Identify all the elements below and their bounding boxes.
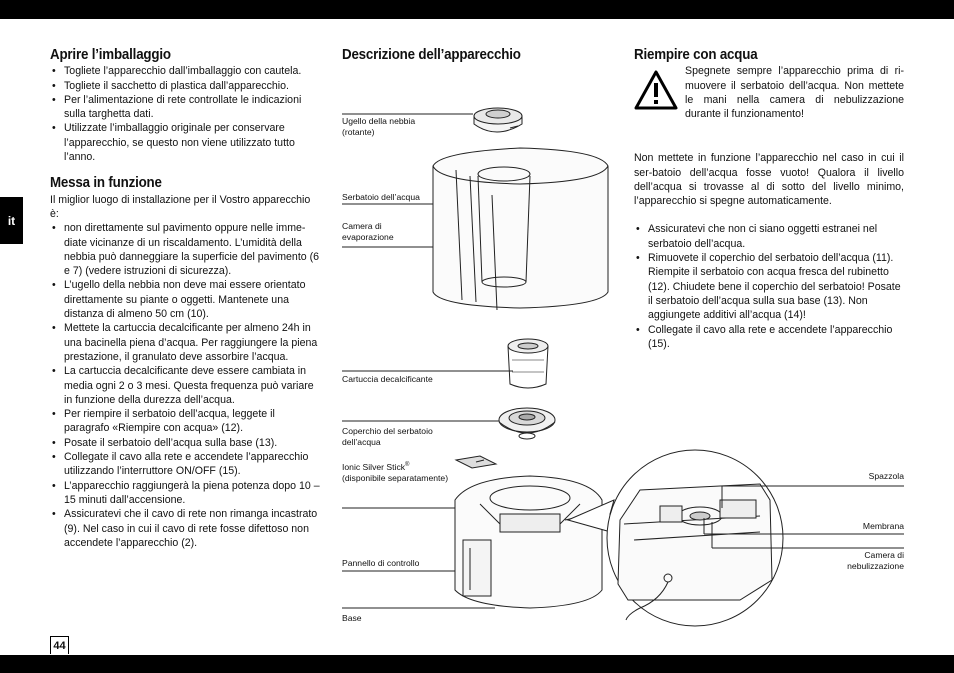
list-item: La cartuccia decalcificante deve essere … xyxy=(50,364,322,407)
column-middle: Descrizione dell’apparecchio xyxy=(342,48,612,64)
label-evaporation: Camera di evaporazione xyxy=(342,221,394,242)
filling-list: Assicuratevi che non ci siano oggetti es… xyxy=(634,222,904,351)
label-ionic: Ionic Silver Stick® (disponibile separat… xyxy=(342,460,472,484)
page-number: 44 xyxy=(50,636,69,654)
label-control-panel: Pannello di controllo xyxy=(342,558,420,568)
warning-block: Spegnete sempre l’apparecchio prima di r… xyxy=(634,64,904,136)
registered-mark: ® xyxy=(405,462,410,468)
list-item: Per riempire il serbatoio dell’acqua, le… xyxy=(50,407,322,436)
label-cartridge: Cartuccia decalcificante xyxy=(342,374,433,384)
warning-icon xyxy=(634,70,678,110)
list-item: Assicuratevi che non ci siano oggetti es… xyxy=(634,222,904,251)
list-item: Mettete la cartuccia decalcificante per … xyxy=(50,321,322,364)
list-item: Rimuovete il coperchio del serbatoio del… xyxy=(634,251,904,322)
list-item: L’apparecchio raggiungerà la piena poten… xyxy=(50,479,322,508)
label-ionic-name: Ionic Silver Stick xyxy=(342,461,406,472)
label-nozzle: Ugello della nebbia (rotante) xyxy=(342,116,416,137)
label-cap: Coperchio del serbatoio dell’acqua xyxy=(342,426,433,447)
list-item: Collegate il cavo alla rete e accendete … xyxy=(634,323,904,352)
startup-intro: Il miglior luogo di installazione per il… xyxy=(50,193,311,220)
section-title-description: Descrizione dell’apparecchio xyxy=(342,47,521,63)
list-item: Posate il serbatoio dell’acqua sulla bas… xyxy=(50,436,322,451)
list-item: Assicuratevi che il cavo di rete non rim… xyxy=(50,507,322,550)
list-item: Togliete il sacchetto di plastica dall’a… xyxy=(50,79,322,94)
label-nebulization: Camera di nebulizzazione xyxy=(847,550,904,571)
column-right: Riempire con acqua Spegnete sempre l’app… xyxy=(634,48,904,351)
column-left: Aprire l’imballaggio Togliete l’apparecc… xyxy=(50,48,322,550)
list-item: Togliete l’apparecchio dall’imballaggio … xyxy=(50,64,322,79)
section-title-filling: Riempire con acqua xyxy=(634,47,758,63)
empty-tank-paragraph: Non mettete in funzione l’apparecchio ne… xyxy=(634,152,904,208)
startup-list: non direttamente sul pavimento oppure ne… xyxy=(50,221,322,550)
list-item: non direttamente sul pavimento oppure ne… xyxy=(50,221,322,278)
section-title-startup: Messa in funzione xyxy=(50,175,162,192)
list-item: Per l’alimentazione di rete controllate … xyxy=(50,93,322,122)
label-tank: Serbatoio dell’acqua xyxy=(342,192,420,202)
label-ionic-note: (disponibile separatamente) xyxy=(342,472,449,483)
label-base: Base xyxy=(342,613,362,623)
top-bar xyxy=(0,0,954,19)
warning-text: Spegnete sempre l’apparecchio prima di r… xyxy=(685,65,904,121)
bottom-bar xyxy=(0,655,954,673)
label-membrane: Membrana xyxy=(862,521,904,531)
unpacking-list: Togliete l’apparecchio dall’imballaggio … xyxy=(50,64,322,164)
list-item: L’ugello della nebbia non deve mai esser… xyxy=(50,278,322,321)
label-brush: Spazzola xyxy=(868,471,904,481)
section-title-unpacking: Aprire l’imballaggio xyxy=(50,47,171,63)
list-item: Utilizzate l’imballaggio originale per c… xyxy=(50,121,322,164)
language-tab: it xyxy=(0,197,23,244)
list-item: Collegate il cavo alla rete e accendete … xyxy=(50,450,322,479)
